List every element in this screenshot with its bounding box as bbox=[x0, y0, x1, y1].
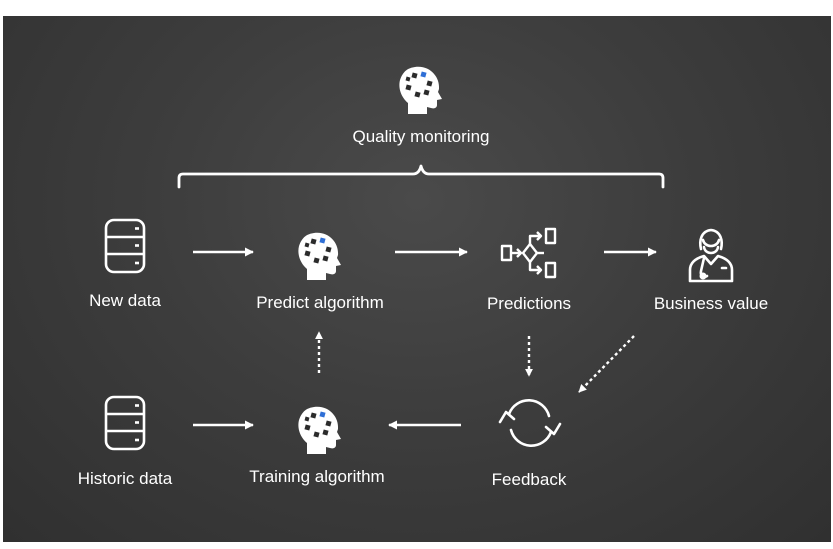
feedback-refresh-cycle-icon bbox=[498, 399, 562, 447]
new-data-label: New data bbox=[89, 291, 161, 310]
quality-monitoring-ai-head-icon bbox=[399, 66, 442, 114]
arrow-business-value-to-feedback bbox=[578, 335, 635, 393]
business-value-doctor-icon bbox=[688, 228, 734, 283]
predictions-label: Predictions bbox=[487, 294, 571, 313]
predict-algorithm-label: Predict algorithm bbox=[256, 293, 384, 312]
quality-monitoring-brace bbox=[177, 164, 665, 189]
predict-algorithm-ai-head-icon bbox=[298, 232, 341, 280]
predictions-flowchart-icon bbox=[500, 227, 557, 279]
historic-data-label: Historic data bbox=[78, 469, 173, 488]
feedback-label: Feedback bbox=[492, 470, 567, 489]
historic-data-database-icon bbox=[104, 395, 146, 451]
business-value-label: Business value bbox=[654, 294, 768, 313]
training-algorithm-ai-head-icon bbox=[298, 406, 341, 454]
new-data-database-icon bbox=[104, 218, 146, 274]
quality-monitoring-label: Quality monitoring bbox=[352, 127, 489, 146]
training-algorithm-label: Training algorithm bbox=[249, 467, 384, 486]
